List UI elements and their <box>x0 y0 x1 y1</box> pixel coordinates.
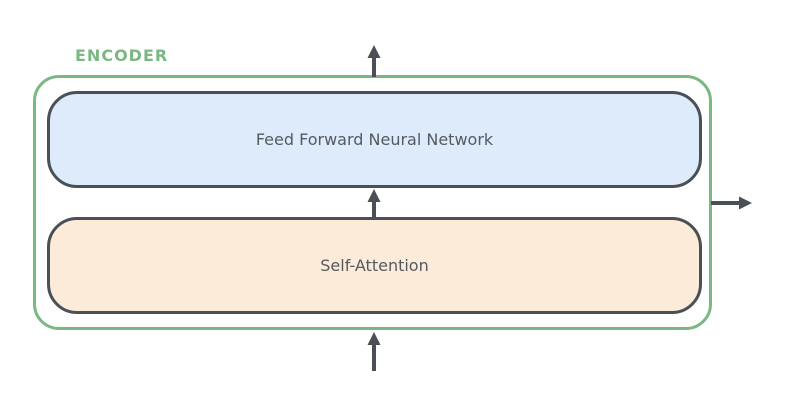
self-attention-box: Self-Attention <box>47 217 702 314</box>
self-attention-label: Self-Attention <box>320 256 429 275</box>
feed-forward-box: Feed Forward Neural Network <box>47 91 702 188</box>
output-top-arrow-up-icon <box>364 44 384 77</box>
input-arrow-up-icon <box>364 331 384 371</box>
output-right-arrow-right-icon <box>711 193 753 213</box>
attention-to-ffnn-arrow-up-icon <box>364 188 384 220</box>
encoder-label: ENCODER <box>75 46 169 65</box>
feed-forward-label: Feed Forward Neural Network <box>255 130 494 149</box>
